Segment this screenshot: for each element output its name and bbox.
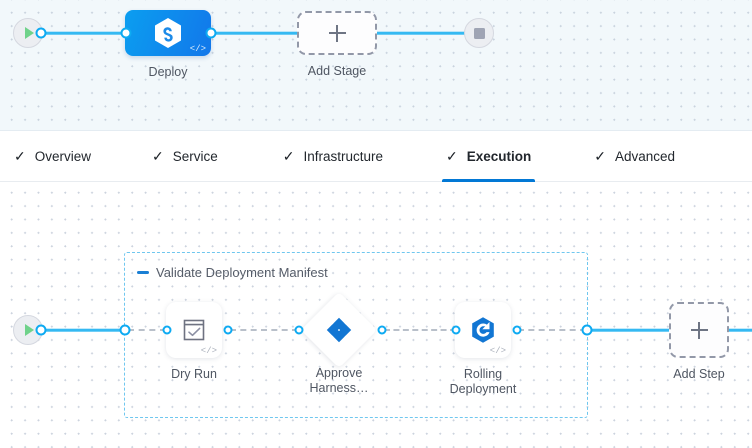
tab-execution-label: Execution (467, 149, 532, 164)
plus-icon (329, 25, 346, 42)
code-badge: </> (201, 346, 217, 356)
step-group-header[interactable]: Validate Deployment Manifest (137, 265, 328, 280)
check-icon: ✓ (283, 149, 295, 163)
add-stage-button[interactable] (297, 11, 377, 55)
add-stage-label: Add Stage (308, 64, 366, 79)
stage-node-label: Deploy (149, 65, 188, 80)
add-step-label: Add Step (673, 367, 724, 382)
tab-advanced[interactable]: ✓ Advanced (580, 131, 689, 182)
tab-advanced-label: Advanced (615, 149, 675, 164)
stage-node-deploy-box[interactable]: </> (125, 10, 211, 56)
tab-overview[interactable]: ✓ Overview (0, 131, 105, 182)
tab-execution[interactable]: ✓ Execution (432, 131, 545, 182)
add-step-button[interactable] (669, 302, 729, 358)
step-node-approve-harness-label: Approve Harness… (292, 366, 386, 396)
code-badge: </> (490, 346, 506, 356)
approve-input-connector[interactable] (295, 326, 304, 335)
link-rolling-to-group-exit (518, 329, 586, 331)
play-icon (25, 324, 34, 336)
rolling-output-connector[interactable] (513, 326, 522, 335)
group-entry-connector[interactable] (120, 325, 131, 336)
group-exit-connector[interactable] (582, 325, 593, 336)
rolling-input-connector[interactable] (452, 326, 461, 335)
rolling-deployment-icon (468, 315, 498, 345)
execution-start-connector[interactable] (36, 325, 47, 336)
check-icon: ✓ (594, 149, 606, 163)
end-node[interactable] (464, 18, 494, 48)
tab-overview-label: Overview (35, 149, 91, 164)
play-icon (25, 27, 34, 39)
deploy-output-connector[interactable] (206, 28, 217, 39)
step-node-dry-run-box[interactable]: </> (166, 302, 222, 358)
tab-infrastructure-label: Infrastructure (303, 149, 383, 164)
link-dryrun-to-approve (230, 329, 298, 331)
check-icon: ✓ (152, 149, 164, 163)
step-node-rolling-deployment[interactable]: </> Rolling Deployment (455, 302, 511, 358)
link-approve-to-rolling (384, 329, 456, 331)
stage-canvas[interactable]: </> Deploy Add Stage (0, 0, 752, 131)
link-addstage-to-end (375, 32, 471, 35)
plus-icon (691, 322, 708, 339)
dry-run-input-connector[interactable] (163, 326, 172, 335)
collapse-dash-icon[interactable] (137, 271, 149, 273)
step-node-dry-run[interactable]: </> Dry Run (166, 302, 222, 358)
stage-node-deploy[interactable]: </> Deploy (125, 10, 211, 56)
link-deploy-to-addstage (212, 32, 300, 35)
check-icon: ✓ (14, 149, 26, 163)
step-node-rolling-deployment-label: Rolling Deployment (436, 367, 530, 397)
approve-output-connector[interactable] (378, 326, 387, 335)
add-step-node[interactable]: Add Step (669, 302, 729, 358)
step-node-dry-run-label: Dry Run (171, 367, 217, 382)
tab-service-label: Service (173, 149, 218, 164)
end-node-circle (464, 18, 494, 48)
tab-service[interactable]: ✓ Service (138, 131, 232, 182)
step-node-approve-harness-shape[interactable] (301, 292, 377, 368)
deploy-input-connector[interactable] (121, 28, 132, 39)
link-start-to-deploy (40, 32, 127, 35)
dry-run-output-connector[interactable] (224, 326, 233, 335)
step-node-rolling-deployment-box[interactable]: </> (455, 302, 511, 358)
harness-deploy-icon (153, 17, 183, 49)
verify-checkbox-icon (181, 317, 207, 343)
link-start-to-group (40, 329, 127, 332)
code-badge: </> (190, 44, 206, 54)
check-icon: ✓ (446, 149, 458, 163)
link-group-to-addstep (588, 329, 670, 332)
link-addstep-to-edge (729, 329, 752, 332)
tab-infrastructure[interactable]: ✓ Infrastructure (269, 131, 397, 182)
stop-icon (474, 28, 485, 39)
start-node-connector[interactable] (36, 28, 47, 39)
execution-canvas[interactable]: Validate Deployment Manifest (0, 182, 752, 448)
step-group-title: Validate Deployment Manifest (156, 265, 328, 280)
approval-icon-wrap (325, 316, 353, 344)
harness-approval-icon (325, 316, 353, 344)
link-group-entry-to-dryrun (128, 329, 166, 331)
add-stage-node[interactable]: Add Stage (297, 11, 377, 55)
stage-tab-bar: ✓ Overview ✓ Service ✓ Infrastructure ✓ … (0, 131, 752, 182)
step-node-approve-harness[interactable]: Approve Harness… (312, 303, 366, 357)
